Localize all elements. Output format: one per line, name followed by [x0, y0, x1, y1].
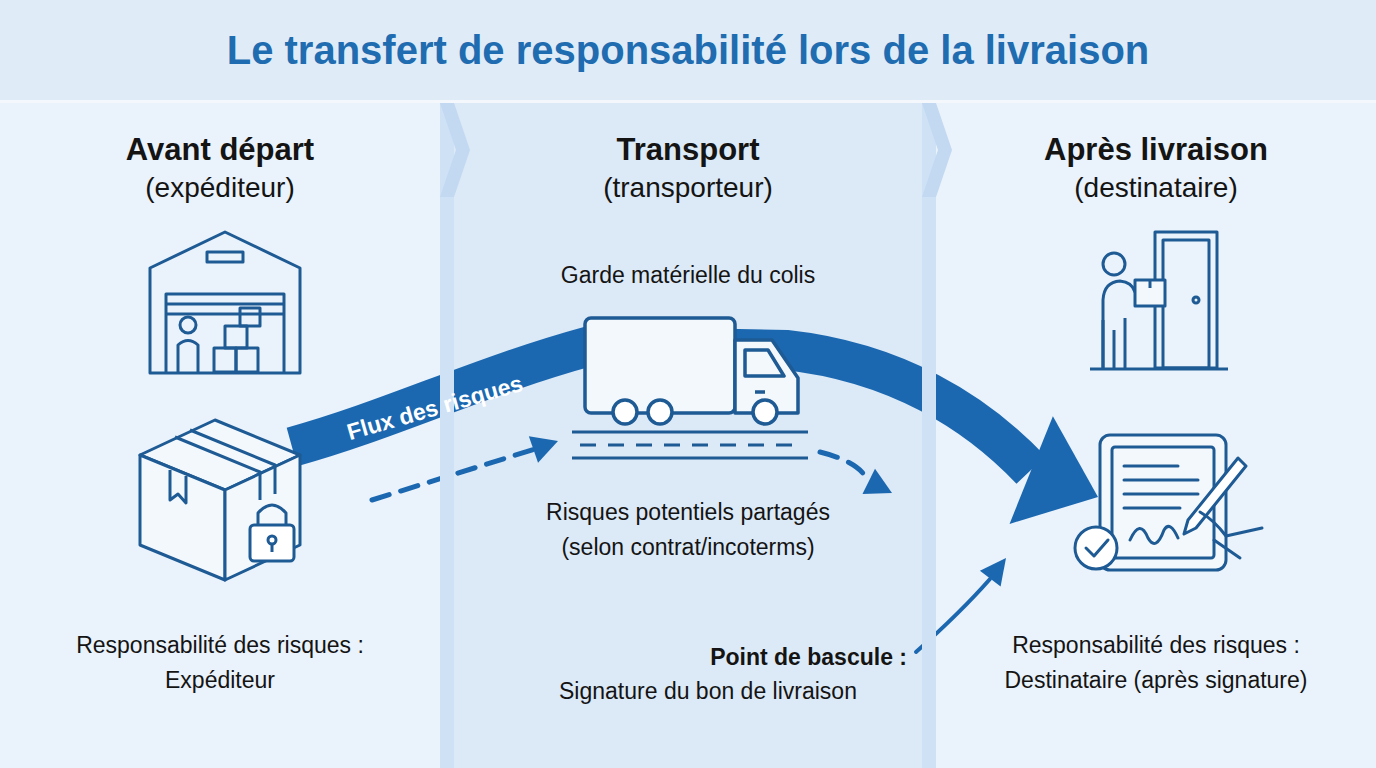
column-text: Responsabilité des risques : Expéditeur	[55, 628, 385, 697]
column-text: Point de bascule :	[440, 640, 907, 675]
column-text: Responsabilité des risques : Destinatair…	[986, 628, 1326, 697]
column-band: Après livraison(destinataire) Responsabil…	[936, 103, 1376, 768]
title-band: Le transfert de responsabilité lors de l…	[0, 0, 1376, 103]
column-heading: Transport	[440, 127, 936, 174]
column-separator	[440, 103, 952, 768]
diagram-title: Le transfert de responsabilité lors de l…	[227, 28, 1150, 73]
dashed-arrow	[820, 452, 892, 494]
delivery-icon	[1090, 232, 1228, 369]
arrow-head	[529, 436, 558, 462]
arrow-head	[1010, 416, 1098, 524]
connector-line	[372, 449, 535, 500]
connector-line	[820, 452, 868, 481]
column-heading: Après livraison	[936, 127, 1376, 174]
column-role: (transporteur)	[440, 167, 936, 209]
column-heading: Avant départ	[0, 127, 440, 174]
dashed-arrow	[372, 436, 558, 500]
risk-flow-arrow	[292, 346, 1098, 524]
column-text: Risques potentiels partagés (selon contr…	[523, 495, 853, 564]
arrow-head	[980, 558, 1006, 587]
arrow-head	[862, 469, 892, 494]
connector-line	[916, 579, 990, 652]
road-lines	[572, 432, 808, 458]
truck-icon	[585, 318, 798, 424]
column-band: Transport(transporteur) Garde matérielle …	[440, 103, 936, 768]
warehouse-icon	[150, 232, 300, 373]
column-band: Avant départ(expéditeur) Responsabilité d…	[0, 103, 440, 768]
column-text: Signature du bon de livraison	[508, 674, 908, 709]
signature-icon	[1075, 435, 1262, 570]
locked-box-icon	[140, 420, 300, 580]
pointer-arrow	[916, 558, 1006, 652]
column-text: Garde matérielle du colis	[488, 258, 888, 293]
column-role: (destinataire)	[936, 167, 1376, 209]
connector-line	[292, 346, 1031, 470]
column-role: (expéditeur)	[0, 167, 440, 209]
